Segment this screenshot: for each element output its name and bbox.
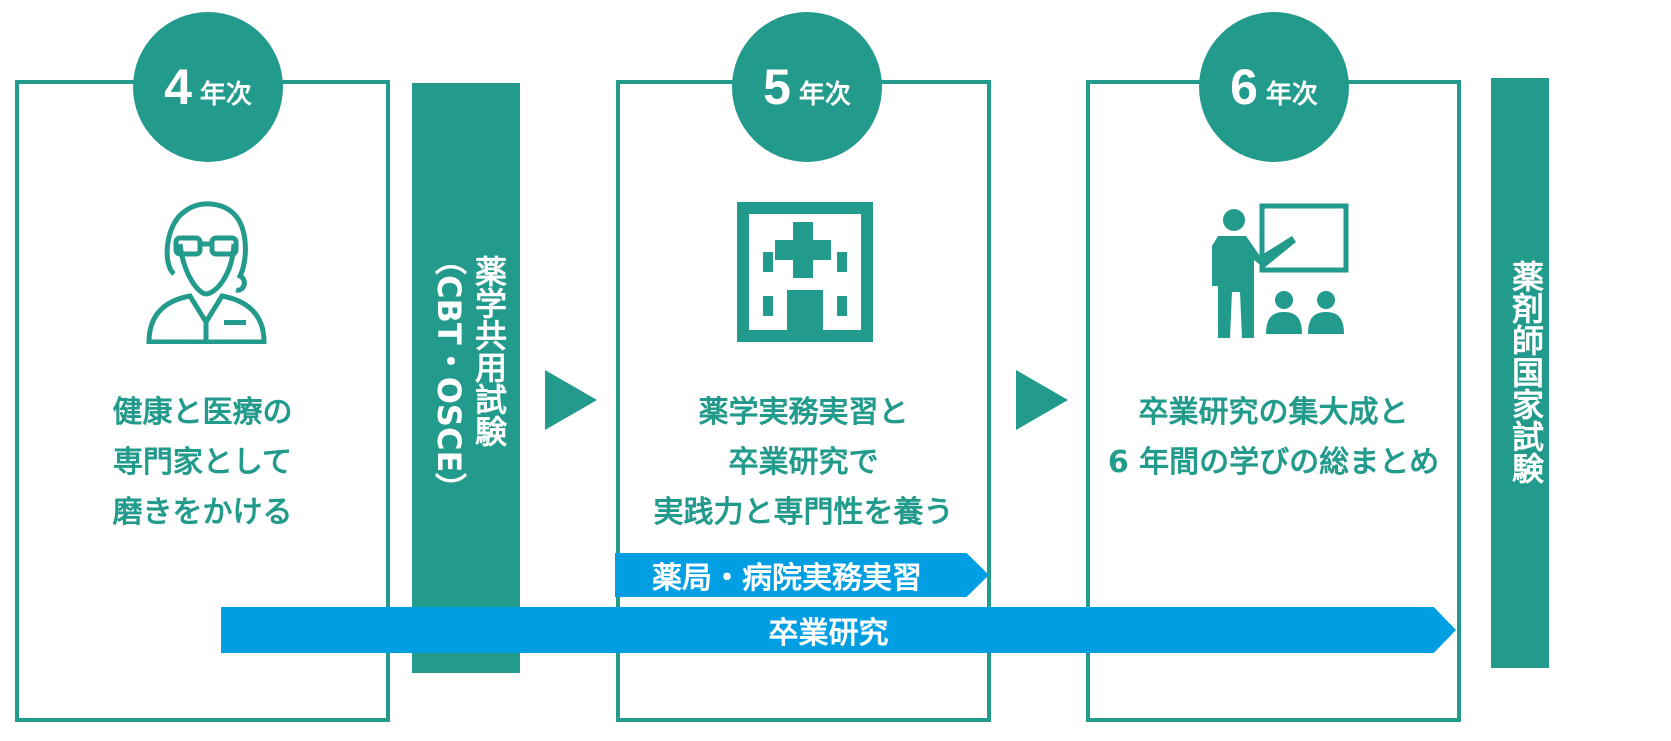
stage-description-5: 薬学実務実習と 卒業研究で 実践力と専門性を養う: [653, 395, 954, 530]
year-badge-4: 4 年次: [133, 12, 283, 162]
common-exam-bar: 薬学共用試験 （CBT・OSCE）: [412, 83, 520, 673]
progress-triangle-1: [545, 370, 597, 430]
research-arrow: 卒業研究: [221, 607, 1456, 653]
stage-card-4: 健康と医療の 専門家として 磨きをかける: [15, 80, 390, 722]
common-exam-title: 薬学共用試験: [470, 255, 508, 447]
stage-description-6: 卒業研究の集大成と 6 年間の学びの総まとめ: [1107, 395, 1440, 480]
presentation-icon: [1202, 202, 1352, 346]
pharmacist-icon: [144, 194, 269, 348]
progress-triangle-2: [1016, 370, 1068, 430]
national-exam-bar: 薬剤師国家試験: [1491, 78, 1549, 668]
hospital-icon: [737, 202, 873, 346]
common-exam-subtitle: （CBT・OSCE）: [430, 243, 468, 505]
year-badge-5: 5 年次: [732, 12, 882, 162]
national-exam-title: 薬剤師国家試験: [1507, 260, 1545, 484]
stage-description-4: 健康と医療の 専門家として 磨きをかける: [112, 395, 293, 530]
practice-arrow: 薬局・病院実務実習: [615, 553, 989, 597]
year-badge-6: 6 年次: [1199, 12, 1349, 162]
